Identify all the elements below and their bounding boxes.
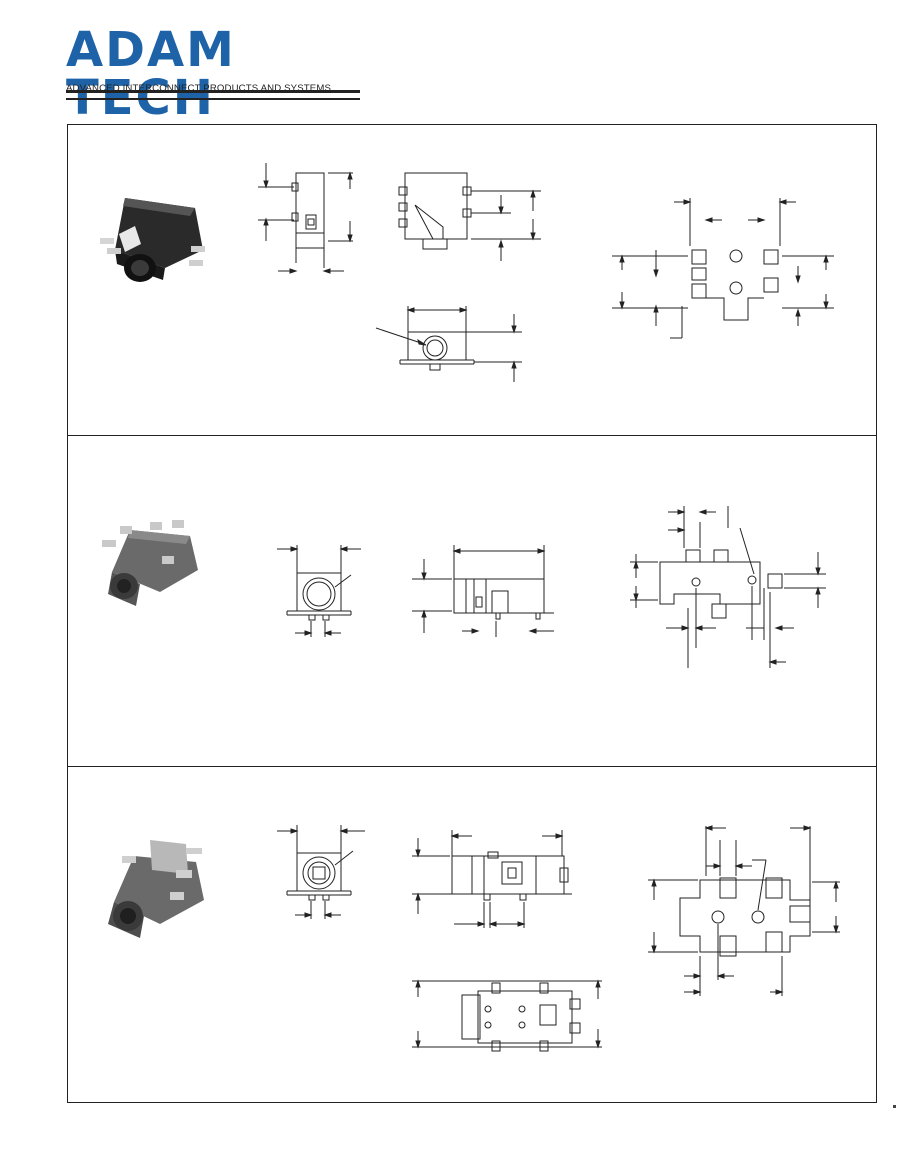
company-logo: ADAM TECH xyxy=(66,26,362,122)
logo-underline xyxy=(66,90,360,93)
drawing-frame xyxy=(67,124,877,1103)
company-tagline: ADVANCED INTERCONNECT PRODUCTS AND SYSTE… xyxy=(66,83,332,94)
front-view-drawing-1 xyxy=(372,300,532,385)
side-view-drawing-1 xyxy=(258,163,358,283)
pcb-layout-drawing-3 xyxy=(640,820,845,1000)
connector-photo-1 xyxy=(100,198,205,282)
side-view-drawing-2 xyxy=(412,545,562,640)
page-mark xyxy=(893,1105,896,1108)
brand-name: ADAM TECH xyxy=(66,22,236,122)
connector-photo-3 xyxy=(108,840,204,938)
front-view-drawing-3 xyxy=(275,825,370,925)
pcb-layout-drawing-1 xyxy=(612,190,842,340)
front-view-drawing-2 xyxy=(275,545,365,640)
section-divider xyxy=(67,766,877,767)
logo-underline xyxy=(66,98,360,100)
pcb-layout-drawing-2 xyxy=(630,500,830,670)
top-view-drawing-3 xyxy=(412,975,607,1055)
side-view-drawing-3 xyxy=(412,828,577,928)
connector-photo-2 xyxy=(102,520,198,606)
section-divider xyxy=(67,435,877,436)
top-view-drawing-1 xyxy=(393,165,553,265)
